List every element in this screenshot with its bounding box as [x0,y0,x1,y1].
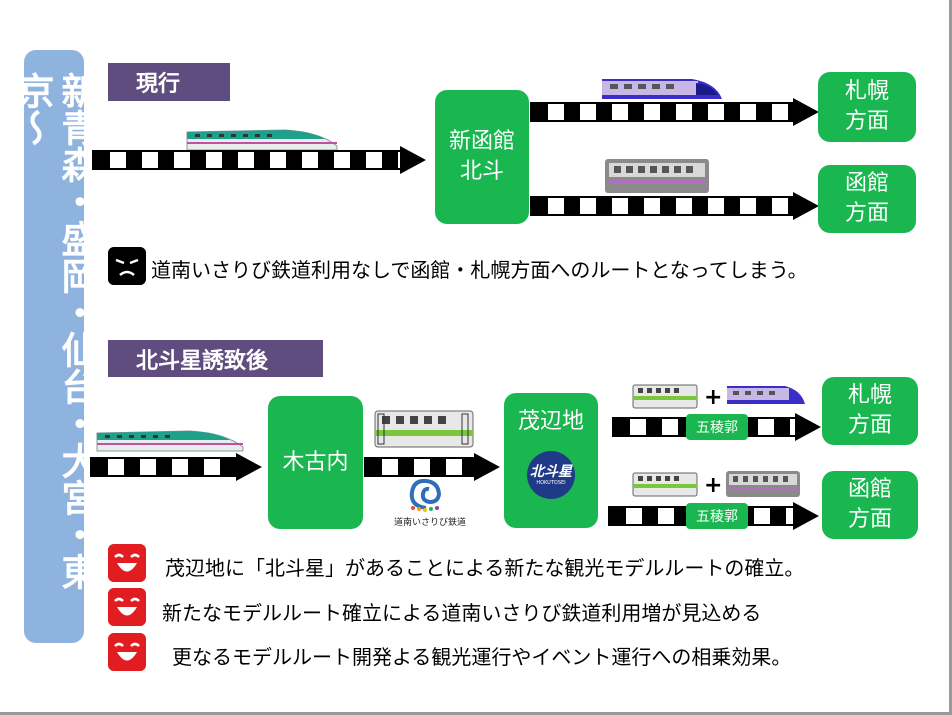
isaribi-train-icon [374,410,474,448]
happy-face-icon [108,588,146,626]
dest-name-line2: 方面 [847,413,892,438]
current-note: 道南いさりび鉄道利用なしで函館・札幌方面へのルートとなってしまう。 [151,258,808,282]
track-to-sapporo-current [530,102,795,122]
arrowhead [400,146,426,174]
station-kikonai: 木古内 [268,396,363,529]
stop-goryokaku-top: 五稜郭 [686,414,748,440]
track-kikonai-to-moheji [364,457,476,477]
station-name: 木古内 [282,449,349,475]
hokutosei-logo-text: 北斗星 [530,464,572,480]
track-to-hakodate-current [530,196,795,216]
dest-name-line1: 函館 [847,477,892,502]
section-current-label: 現行 [136,72,181,97]
isaribi-railway-logo-caption: 道南いさりび鉄道 [394,518,467,528]
arrowhead [793,192,819,220]
dest-sapporo-after: 札幌 方面 [822,377,918,445]
dest-name-line2: 方面 [847,507,892,532]
arrowhead [793,502,819,530]
frame-right-edge [949,0,952,715]
station-name-line2: 北斗 [459,159,504,184]
dest-hakodate-current: 函館 方面 [818,165,916,233]
dest-sapporo-current: 札幌 方面 [818,72,916,142]
hokutosei-logo-subtext: HOKUTOSEI [536,480,566,486]
shinkansen-train-icon [96,430,244,452]
dest-name-line1: 函館 [844,171,889,196]
sad-face-icon [108,247,146,285]
benefit-text: 茂辺地に「北斗星」があることによる新たな観光モデルルートの確立。 [165,556,805,580]
station-shinhakodate-hokuto: 新函館 北斗 [435,90,529,224]
isaribi-train-icon [632,472,698,497]
section-current: 現行 [108,63,230,101]
arrowhead [236,453,262,481]
station-name: 茂辺地 [517,409,584,434]
local-train-icon [605,159,709,193]
arrowhead [474,453,500,481]
arrowhead [793,98,819,126]
limited-express-train-icon [602,79,722,99]
benefit-text: 更なるモデルルート開発よる観光運行やイベント運行への相乗効果。 [172,645,792,669]
stop-goryokaku-bottom: 五稜郭 [686,503,748,529]
shinkansen-train-icon [186,129,338,151]
section-after-label: 北斗星誘致後 [136,348,269,374]
origin-label: 新青森・盛岡・仙台・大宮・東京〜 [11,72,98,590]
dest-hakodate-after: 函館 方面 [822,471,918,539]
station-moheji: 茂辺地 北斗星 HOKUTOSEI [504,393,598,528]
dest-name-line2: 方面 [844,109,889,134]
arrowhead [795,413,821,441]
dest-name-line1: 札幌 [844,79,889,104]
hokutosei-logo: 北斗星 HOKUTOSEI [527,451,575,499]
origin-label-box: 新青森・盛岡・仙台・大宮・東京〜 [11,50,98,643]
happy-face-icon [108,544,146,582]
dest-name-line1: 札幌 [847,383,892,408]
plus-sign: + [704,473,723,498]
local-train-icon [726,471,800,497]
track-origin-to-kikonai [90,457,238,477]
station-name-line1: 新函館 [448,129,515,154]
track-origin-to-shinhakodate [92,150,402,170]
section-after: 北斗星誘致後 [108,340,323,377]
limited-express-train-icon [727,386,805,404]
frame-bottom-edge [0,712,952,715]
dest-name-line2: 方面 [844,201,889,226]
happy-face-icon [108,633,146,671]
isaribi-train-icon [632,384,698,409]
isaribi-railway-logo [409,478,442,512]
plus-sign: + [704,385,723,410]
benefit-text: 新たなモデルルート確立による道南いさりび鉄道利用増が見込める [162,601,762,625]
